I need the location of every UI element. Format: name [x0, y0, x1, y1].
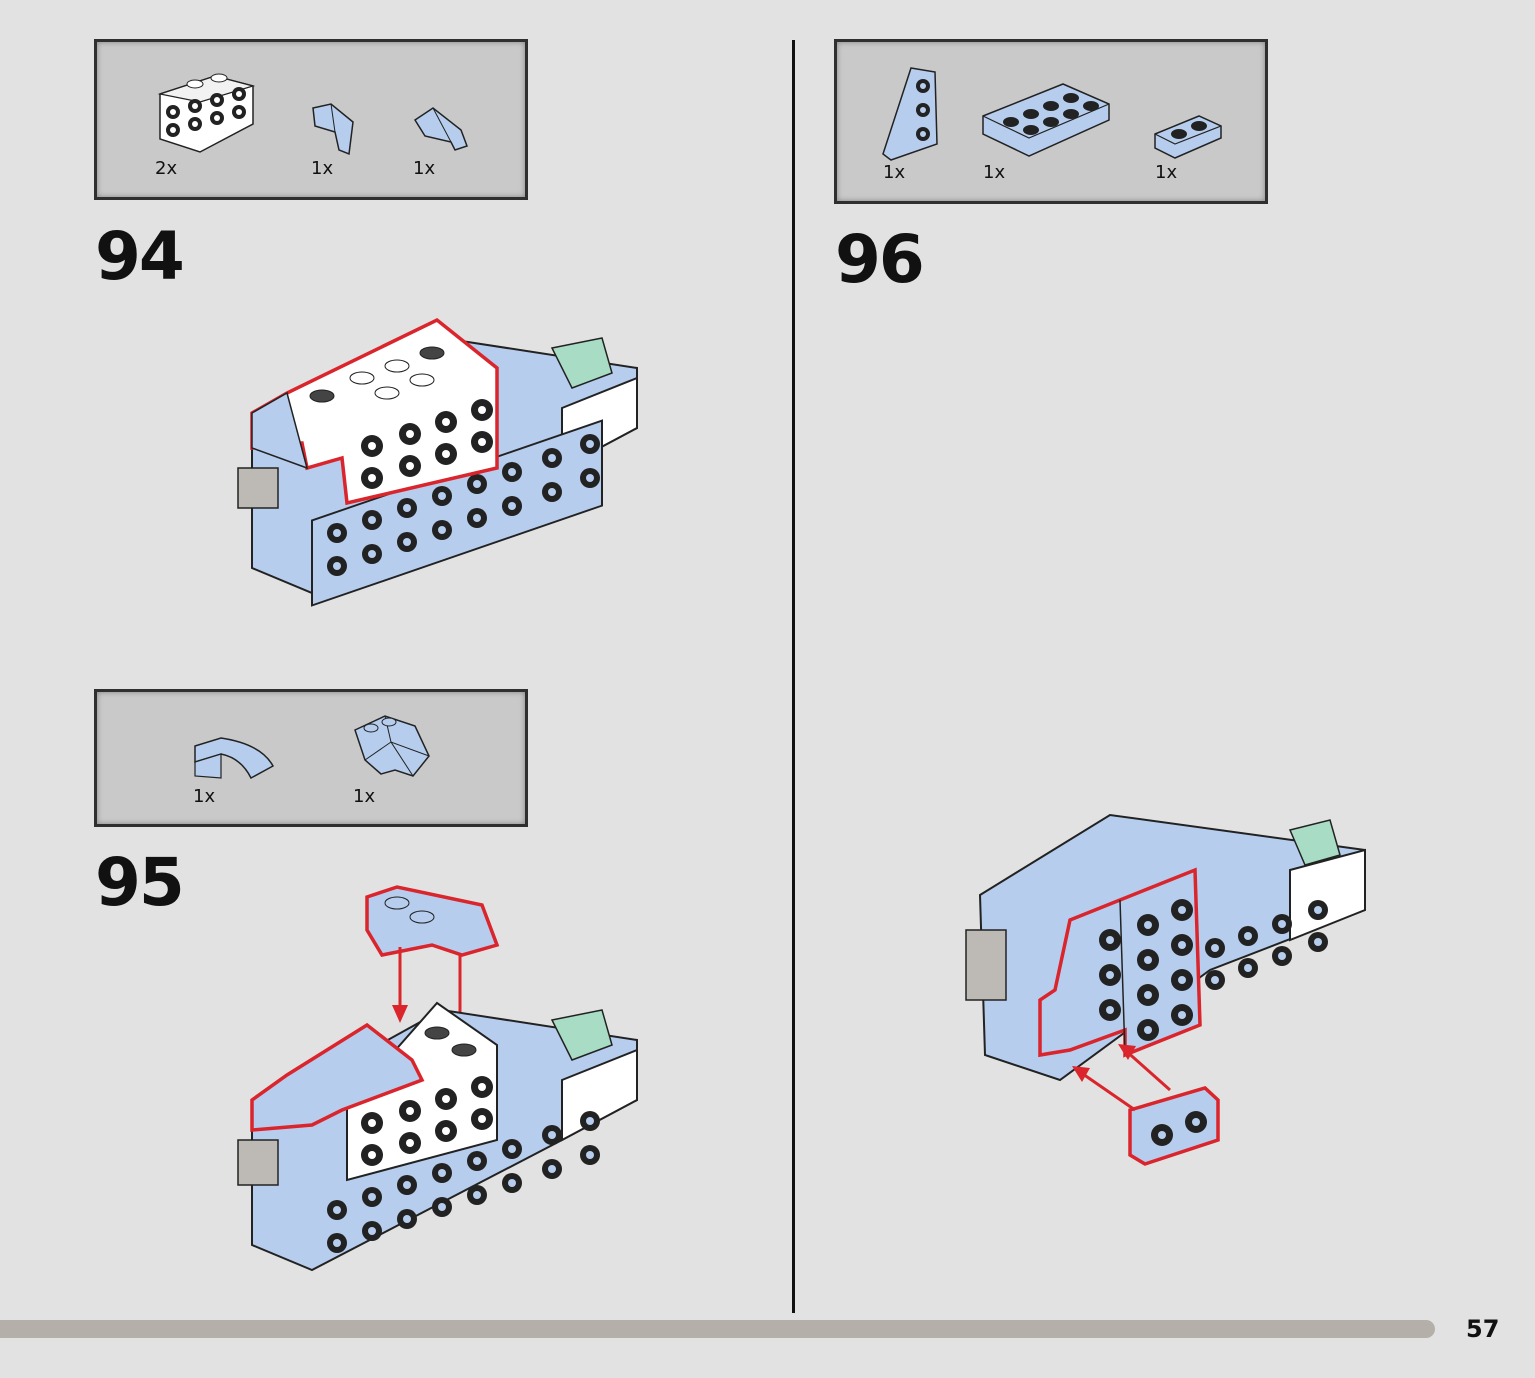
step-number: 96: [835, 221, 925, 298]
part-quantity: 1x: [353, 786, 376, 807]
step-94-build-illustration: [232, 317, 642, 607]
page-progress-bar: [0, 1320, 1435, 1338]
step-number: 94: [95, 218, 185, 295]
blue-claw-plate-icon: [351, 712, 433, 780]
blue-wedge-plate-icon: [881, 64, 941, 164]
part-quantity: 2x: [155, 158, 178, 179]
step-94-parts-box: 2x 1x 1x: [94, 39, 528, 200]
blue-wedge-slope-icon: [309, 102, 357, 160]
page-number: 57: [1466, 1315, 1500, 1343]
blue-wedge-slope-mirrored-icon: [411, 106, 471, 156]
step-96-parts-box: 1x 1x 1x: [834, 39, 1268, 204]
part-quantity: 1x: [311, 158, 334, 179]
column-divider: [792, 40, 795, 1313]
white-bracket-plate-icon: [155, 64, 256, 159]
blue-plate-1x2-icon: [1153, 114, 1223, 162]
part-quantity: 1x: [1155, 162, 1178, 183]
part-quantity: 1x: [883, 162, 906, 183]
part-quantity: 1x: [983, 162, 1006, 183]
step-96-build-illustration: [960, 810, 1370, 1170]
blue-plate-2x4-icon: [981, 80, 1111, 160]
step-95-build-illustration: [232, 885, 642, 1275]
part-quantity: 1x: [413, 158, 436, 179]
step-number: 95: [95, 844, 185, 921]
part-quantity: 1x: [193, 786, 216, 807]
blue-curved-slope-icon: [191, 736, 277, 782]
step-95-parts-box: 1x 1x: [94, 689, 528, 827]
